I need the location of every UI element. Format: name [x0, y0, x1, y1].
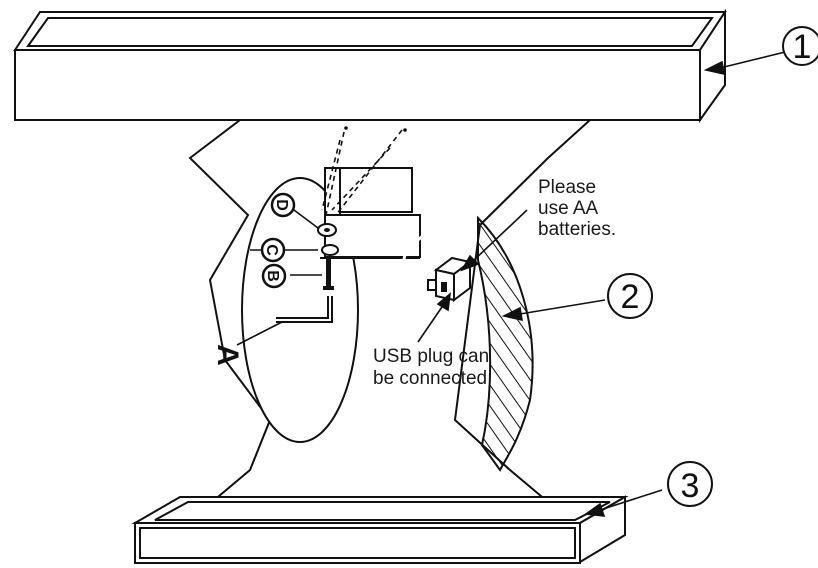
part-3-number: 3 [681, 467, 700, 505]
battery-note-line-1: Please [538, 177, 596, 198]
usb-note-line-1: USB plug can [373, 346, 489, 367]
label-c-text: C [263, 244, 280, 256]
bolt-b-icon [323, 258, 334, 290]
battery-note: Please use AA batteries. [538, 177, 616, 240]
part-1-number: 1 [793, 28, 812, 66]
usb-note: USB plug can be connected [373, 346, 489, 389]
label-b-text: B [264, 270, 281, 282]
washer-c-icon [321, 244, 339, 256]
label-d-text: D [273, 199, 290, 211]
battery-note-line-2: use AA [538, 198, 599, 219]
allen-key-icon [276, 296, 333, 323]
label-d: D [270, 192, 296, 218]
screw-guides [321, 126, 407, 216]
usb-note-line-2: be connected [373, 368, 487, 389]
label-c: C [260, 237, 286, 263]
label-a: A [211, 344, 244, 366]
label-b: B [261, 263, 287, 289]
battery-box [320, 167, 421, 259]
base-block [131, 495, 629, 564]
part-3-label: 3 [667, 461, 713, 507]
side-panel [477, 215, 534, 472]
screw-d-icon [317, 223, 337, 237]
part-1-label: 1 [782, 26, 818, 66]
usb-cable [402, 128, 524, 287]
top-board [13, 8, 727, 124]
battery-note-line-3: batteries. [538, 219, 616, 240]
part-2-label: 2 [607, 273, 653, 319]
part-2-number: 2 [621, 278, 640, 316]
usb-plug-icon [427, 256, 473, 302]
